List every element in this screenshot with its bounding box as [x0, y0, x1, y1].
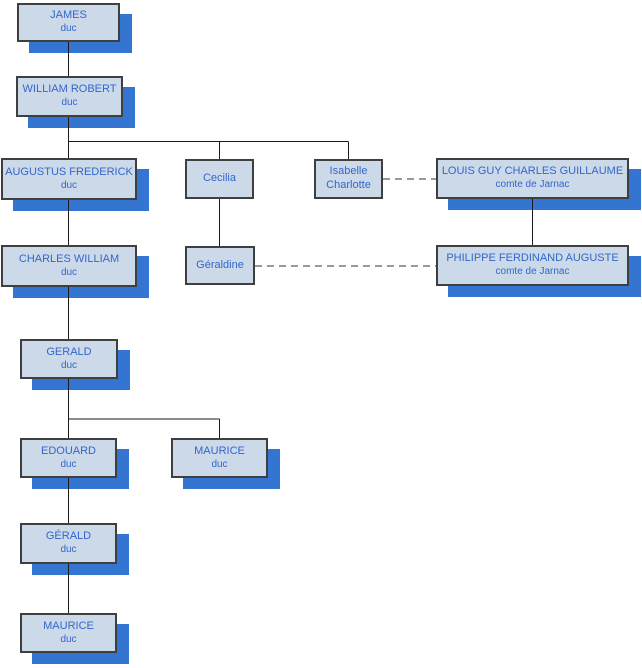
node-name: PHILIPPE FERDINAND AUGUSTE — [446, 252, 619, 265]
node-title: duc — [60, 458, 77, 470]
node-title: duc — [60, 633, 77, 645]
node-title: comte de Jarnac — [495, 179, 570, 191]
node-geraldine: Géraldine — [185, 246, 255, 285]
node-name: GERALD — [46, 345, 92, 358]
node-name: Géraldine — [196, 258, 244, 271]
node-title: duc — [211, 458, 228, 470]
node-title: comte de Jarnac — [495, 266, 570, 278]
node-james: JAMES duc — [17, 3, 120, 42]
node-gerald-jr: GÉRALD duc — [20, 523, 117, 564]
node-isabelle-charlotte: Isabelle Charlotte — [314, 159, 383, 199]
node-title: duc — [61, 97, 78, 109]
node-name: EDOUARD — [40, 444, 96, 457]
node-name: Isabelle Charlotte — [326, 165, 371, 191]
node-name: AUGUSTUS FREDERICK — [5, 165, 133, 178]
node-charles-william: CHARLES WILLIAM duc — [1, 245, 137, 287]
node-name: GÉRALD — [45, 530, 92, 543]
node-louis-guy-charles-guillaume: LOUIS GUY CHARLES GUILLAUME comte de Jar… — [436, 158, 629, 199]
node-william-robert: WILLIAM ROBERT duc — [16, 76, 123, 117]
node-name: CHARLES WILLIAM — [18, 252, 120, 265]
node-name: MAURICE — [43, 619, 94, 632]
node-name: Cecilia — [202, 172, 236, 185]
node-augustus-frederick: AUGUSTUS FREDERICK duc — [1, 158, 137, 200]
node-title: duc — [60, 23, 77, 35]
node-cecilia: Cecilia — [185, 159, 254, 199]
node-name: JAMES — [50, 9, 87, 22]
node-name: WILLIAM ROBERT — [22, 83, 117, 96]
node-philippe-ferdinand-auguste: PHILIPPE FERDINAND AUGUSTE comte de Jarn… — [436, 245, 629, 286]
node-title: duc — [60, 266, 78, 278]
node-edouard: EDOUARD duc — [20, 438, 117, 478]
node-title: duc — [60, 544, 77, 556]
node-title: duc — [60, 179, 78, 191]
node-maurice-sibling: MAURICE duc — [171, 438, 268, 478]
node-gerald: GERALD duc — [20, 339, 118, 379]
node-name: LOUIS GUY CHARLES GUILLAUME — [441, 165, 624, 178]
node-name: MAURICE — [194, 444, 245, 457]
node-maurice-last: MAURICE duc — [20, 613, 117, 653]
node-title: duc — [60, 359, 78, 371]
